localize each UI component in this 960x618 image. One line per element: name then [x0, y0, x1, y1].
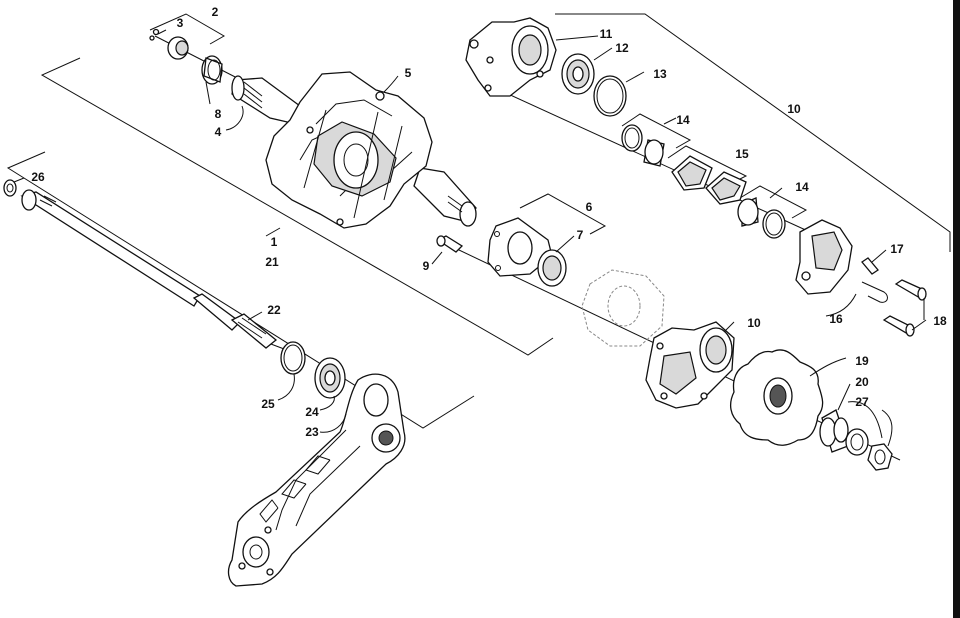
- part-27-washers: [845, 428, 893, 471]
- callout-20: 20: [855, 375, 869, 389]
- callout-13: 13: [653, 67, 667, 81]
- part-16-spring-clip: [861, 281, 888, 303]
- callout-21: 21: [265, 255, 279, 269]
- part-18-bolts: [882, 279, 927, 337]
- part-9-bolt: [436, 235, 464, 253]
- callout-6: 6: [586, 200, 593, 214]
- callout-8: 8: [215, 107, 222, 121]
- callout-23: 23: [305, 425, 319, 439]
- right-edge-border: [953, 0, 960, 618]
- part-6-gasket-plate: [487, 217, 553, 277]
- part-19-brake-disc: [729, 349, 824, 446]
- part-7-seal: [537, 249, 567, 287]
- part-14-spacer-lower: [737, 197, 786, 239]
- leader-lines: [13, 29, 927, 447]
- part-14-spacer-upper: [621, 124, 665, 167]
- callout-1: 1: [271, 235, 278, 249]
- part-26-nut: [3, 179, 17, 197]
- gasket-dashed-outline: [581, 269, 665, 347]
- callout-7: 7: [577, 228, 584, 242]
- callout-14-lower: 14: [795, 180, 809, 194]
- callout-17: 17: [890, 242, 904, 256]
- callout-16: 16: [829, 312, 843, 326]
- brake-caliper-half: [795, 219, 853, 295]
- callout-11: 11: [600, 27, 613, 41]
- callout-3: 3: [177, 16, 184, 30]
- callout-26: 26: [31, 170, 45, 184]
- callout-5: 5: [405, 66, 412, 80]
- callout-15: 15: [735, 147, 749, 161]
- part-4-drive-shaft: [231, 75, 477, 227]
- part-21-axle-shaft: [20, 189, 278, 349]
- group-brackets: [6, 13, 951, 429]
- callout-4: 4: [215, 125, 222, 139]
- callout-9: 9: [423, 259, 430, 273]
- part-8-ring: [201, 55, 223, 85]
- callout-2: 2: [212, 5, 219, 19]
- part-24-bearing: [314, 357, 346, 399]
- callout-12: 12: [615, 41, 629, 55]
- callout-25: 25: [261, 397, 275, 411]
- part-23-bearing-arm: [227, 373, 406, 587]
- part-20-sleeve: [819, 409, 849, 453]
- part-25-retaining-ring: [280, 341, 306, 375]
- part-12-bearing: [561, 53, 595, 95]
- part-15-brake-pads: [671, 155, 747, 205]
- callout-19: 19: [855, 354, 869, 368]
- part-10-brake-housing-lower: [645, 321, 735, 409]
- part-5-drive-sprocket: [265, 71, 433, 229]
- part-3-cap: [149, 28, 189, 60]
- callout-27: 27: [855, 395, 869, 409]
- callout-10-lower: 10: [747, 316, 761, 330]
- part-17-pin: [861, 257, 879, 275]
- callout-labels: 2 3 8 4 5 1 21 26 22 25 24 23 9 6 7 10 1…: [31, 5, 947, 439]
- callout-18: 18: [933, 314, 947, 328]
- callout-22: 22: [267, 303, 281, 317]
- callout-10-upper: 10: [787, 102, 801, 116]
- callout-24: 24: [305, 405, 319, 419]
- part-13-retaining-ring: [593, 75, 627, 117]
- callout-14-upper: 14: [676, 113, 690, 127]
- part-11-brake-housing-upper: [465, 17, 557, 97]
